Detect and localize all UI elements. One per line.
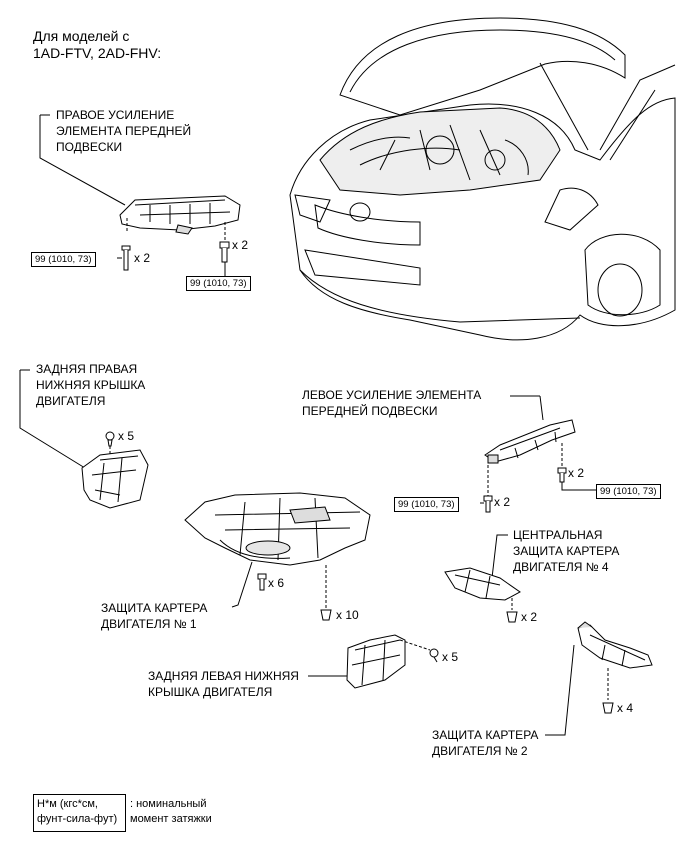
- central-guard-4-label-1: ЦЕНТРАЛЬНАЯ: [513, 528, 603, 542]
- central-guard-4-clip: [506, 611, 518, 623]
- right-reinforcement-label-1: ПРАВОЕ УСИЛЕНИЕ: [56, 108, 175, 122]
- rear-left-cover-part: [346, 634, 406, 689]
- rear-right-cover-clip: [105, 431, 115, 447]
- car-engine-bay: [319, 107, 561, 196]
- engine-guard-1-bolt: [257, 573, 267, 591]
- left-reinforcement-label-2: ПЕРЕДНЕЙ ПОДВЕСКИ: [302, 404, 438, 418]
- engine-guard-1-part: [184, 492, 371, 566]
- torque-legend-box-line1: Н*м (кгс*см,: [37, 798, 98, 810]
- rear-right-cover-label-2: НИЖНЯЯ КРЫШКА: [36, 378, 146, 392]
- engine-guard-2-leader: [545, 644, 575, 736]
- right-reinforcement-bolt-b: [219, 241, 230, 263]
- rear-left-cover-label-2: КРЫШКА ДВИГАТЕЛЯ: [148, 685, 273, 699]
- rear-right-cover-label-1: ЗАДНЯЯ ПРАВАЯ: [36, 362, 138, 376]
- qty-guard-1-bolts: x 6: [268, 576, 285, 590]
- central-guard-4-label-2: ЗАЩИТА КАРТЕРА: [513, 544, 620, 558]
- engine-guard-2-part: [577, 621, 653, 669]
- rear-left-cover-clip: [429, 648, 439, 663]
- torque-legend-box-line2: фунт-сила-фут): [37, 813, 118, 825]
- qty-right-b: x 2: [232, 238, 249, 252]
- qty-rear-right: x 5: [118, 429, 135, 443]
- qty-guard-2: x 4: [617, 701, 634, 715]
- car-hood: [339, 17, 626, 116]
- torque-legend-text-line2: момент затяжки: [130, 813, 212, 825]
- car-grille: [314, 204, 421, 246]
- engine-guard-1-clip: [320, 609, 332, 621]
- car-headlight-left: [294, 194, 331, 223]
- car-hood-strut: [539, 62, 589, 151]
- torque-legend-text-line1: : номинальный: [130, 798, 207, 810]
- right-reinforcement-label-3: ПОДВЕСКИ: [56, 140, 123, 154]
- central-guard-4-label-3: ДВИГАТЕЛЯ № 4: [513, 560, 609, 574]
- car-headlight-right: [544, 187, 599, 231]
- rear-right-cover-leader: [19, 370, 86, 469]
- car-bumper: [299, 269, 581, 323]
- left-reinforcement-part: [484, 419, 576, 464]
- torque-legend-box: Н*м (кгс*см, фунт-сила-фут): [33, 794, 126, 832]
- car-wheel-arch: [584, 233, 661, 316]
- rear-left-cover-label-1: ЗАДНЯЯ ЛЕВАЯ НИЖНЯЯ: [148, 669, 299, 683]
- guard-1-label-2: ДВИГАТЕЛЯ № 1: [101, 617, 197, 631]
- torque-box-left-a: 99 (1010, 73): [394, 497, 459, 512]
- model-header-line1: Для моделей с: [33, 28, 130, 44]
- torque-box-left-b: 99 (1010, 73): [596, 484, 661, 499]
- right-reinforcement-leader: [39, 115, 126, 206]
- right-reinforcement-label-2: ЭЛЕМЕНТА ПЕРЕДНЕЙ: [56, 124, 192, 138]
- rear-right-cover-label-3: ДВИГАТЕЛЯ: [36, 394, 106, 408]
- qty-guard-1-clips: x 10: [336, 608, 359, 622]
- right-reinforcement-bolt-a: [121, 245, 131, 271]
- left-reinforcement-bolt-b: [557, 467, 567, 483]
- qty-left-b: x 2: [568, 466, 585, 480]
- model-header-line2: 1AD-FTV, 2AD-FHV:: [33, 45, 162, 61]
- torque-box-right-a: 99 (1010, 73): [31, 252, 96, 267]
- guard-1-label-1: ЗАЩИТА КАРТЕРА: [101, 601, 208, 615]
- qty-right-a: x 2: [134, 251, 151, 265]
- qty-guard-4: x 2: [521, 610, 538, 624]
- torque-box-right-b: 99 (1010, 73): [186, 276, 251, 291]
- central-guard-4-part: [444, 567, 521, 601]
- guard-2-label-2: ДВИГАТЕЛЯ № 2: [432, 744, 528, 758]
- left-reinforcement-bolt-a: [483, 495, 493, 513]
- engine-guard-1-leader: [231, 561, 253, 608]
- rear-right-cover-part: [81, 449, 149, 509]
- right-reinforcement-part: [119, 195, 241, 240]
- car-illustration: [289, 17, 676, 341]
- qty-rear-left: x 5: [442, 650, 459, 664]
- left-reinforcement-label-1: ЛЕВОЕ УСИЛЕНИЕ ЭЛЕМЕНТА: [302, 388, 482, 402]
- central-guard-4-leader: [491, 534, 508, 579]
- guard-2-label-1: ЗАЩИТА КАРТЕРА: [432, 728, 539, 742]
- torque-legend-text: : номинальный момент затяжки: [130, 797, 212, 827]
- engine-guard-2-clip: [602, 702, 614, 714]
- qty-left-a: x 2: [494, 495, 511, 509]
